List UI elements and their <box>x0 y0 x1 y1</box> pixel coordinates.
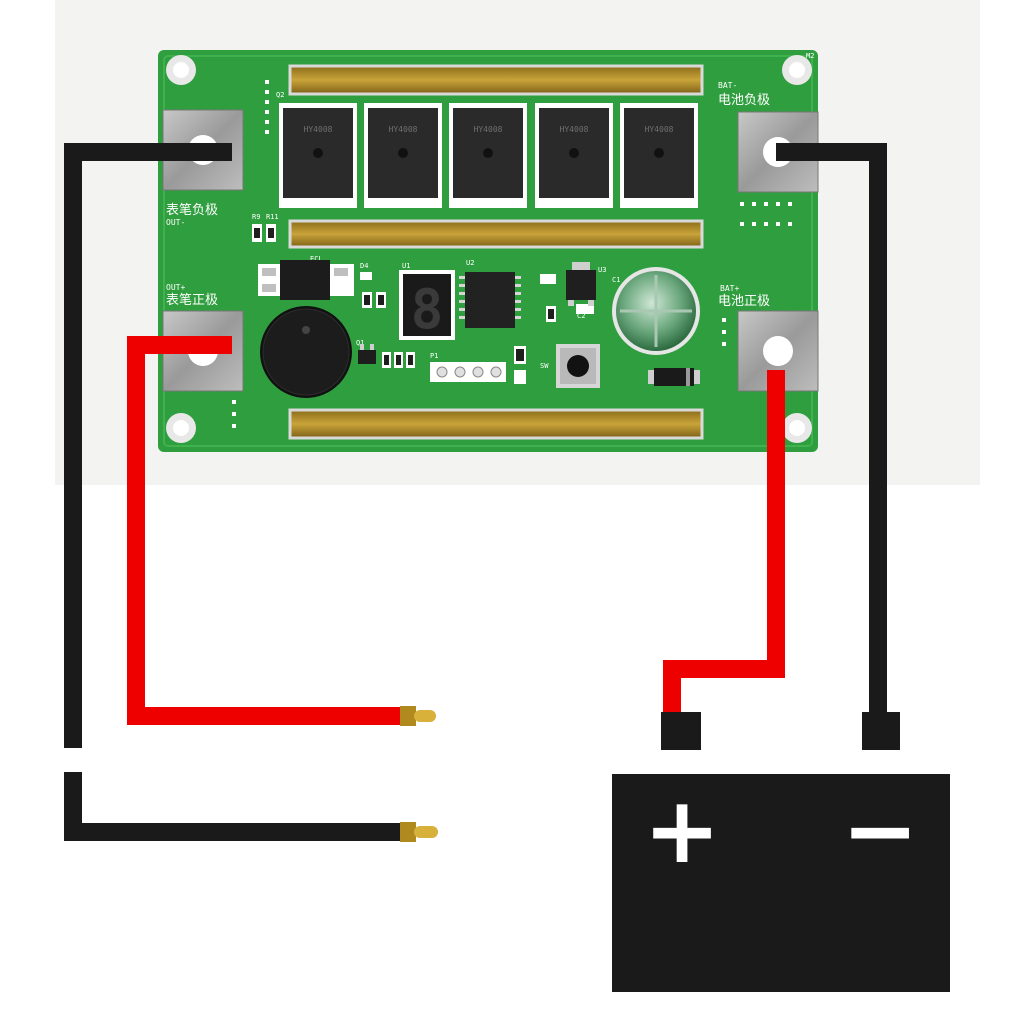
buzzer <box>260 306 352 398</box>
test-pads <box>232 80 792 428</box>
battery-terminal-negative <box>862 712 900 750</box>
display-digit: 8 <box>411 278 444 341</box>
pcb-board: HY4008 HY4008 HY4008 HY4008 <box>158 50 819 452</box>
label-probe-negative: 表笔负极 <box>166 202 218 218</box>
probe-tip-positive-collar <box>400 706 416 726</box>
battery: + − <box>612 712 950 992</box>
ecl-module <box>258 260 354 300</box>
wire-battery-negative <box>776 143 887 715</box>
electrolytic-capacitor <box>612 267 700 355</box>
ref-ecl: ECL <box>310 255 323 263</box>
diode <box>648 368 700 386</box>
mosfet-1-marking: HY4008 <box>304 125 333 134</box>
wire-probe-negative-upper <box>64 143 232 748</box>
probe-tip-negative-collar <box>400 822 416 842</box>
label-bat-plus: BAT+ <box>720 284 739 293</box>
copper-strip-bottom <box>288 408 704 440</box>
header-p1 <box>430 362 506 382</box>
wires <box>64 143 887 841</box>
label-out-minus: OUT- <box>166 218 185 227</box>
ref-u3: U3 <box>598 266 606 274</box>
copper-strip-top <box>288 64 704 96</box>
ref-q2: Q2 <box>276 91 284 99</box>
seven-segment-display: 8 <box>399 270 455 341</box>
ref-u2: U2 <box>466 259 474 267</box>
regulator-u3 <box>566 262 596 306</box>
label-bat-minus: BAT- <box>718 81 737 90</box>
mosfet-4-marking: HY4008 <box>560 125 589 134</box>
probe-tip-positive <box>414 710 436 722</box>
label-battery-positive: 电池正极 <box>718 294 770 309</box>
battery-plus-symbol: + <box>643 777 720 884</box>
transistor-q1 <box>358 344 376 364</box>
battery-terminal-positive <box>661 712 701 750</box>
ref-c1: C1 <box>612 276 620 284</box>
mosfet-2-marking: HY4008 <box>389 125 418 134</box>
ref-m2: M2 <box>806 52 814 60</box>
mosfet-5: HY4008 <box>620 103 698 208</box>
ref-p1: P1 <box>430 352 438 360</box>
mosfet-3-marking: HY4008 <box>474 125 503 134</box>
label-out-plus: OUT+ <box>166 283 185 292</box>
ref-q1: Q1 <box>356 339 364 347</box>
ref-d4: D4 <box>360 262 368 270</box>
mosfet-3: HY4008 <box>449 103 527 208</box>
mosfet-1: HY4008 <box>279 103 357 208</box>
wire-probe-positive <box>127 336 402 725</box>
ref-u1: U1 <box>402 262 410 270</box>
ref-sw: SW <box>540 362 549 370</box>
label-probe-positive: 表笔正极 <box>166 292 218 308</box>
mounting-holes <box>166 55 812 443</box>
tactile-switch <box>556 344 600 388</box>
probe-tip-negative <box>414 826 438 838</box>
ref-r9: R9 <box>252 213 260 221</box>
smd-parts-dark <box>254 228 554 365</box>
mosfet-5-marking: HY4008 <box>645 125 674 134</box>
mosfet-2: HY4008 <box>364 103 442 208</box>
probe-tips <box>400 706 438 842</box>
battery-body <box>612 774 950 992</box>
mosfet-4: HY4008 <box>535 103 613 208</box>
ref-r11: R11 <box>266 213 279 221</box>
copper-strip-middle <box>288 219 704 249</box>
label-battery-negative: 电池负极 <box>718 93 770 108</box>
battery-minus-symbol: − <box>841 777 918 884</box>
ref-c2: C2 <box>577 312 585 320</box>
wire-battery-positive <box>663 370 785 715</box>
mosfet-row: HY4008 HY4008 HY4008 HY4008 <box>279 103 698 208</box>
pcb-edge <box>163 55 813 447</box>
ic-u2 <box>459 272 521 328</box>
wire-probe-negative-lower <box>64 772 408 841</box>
